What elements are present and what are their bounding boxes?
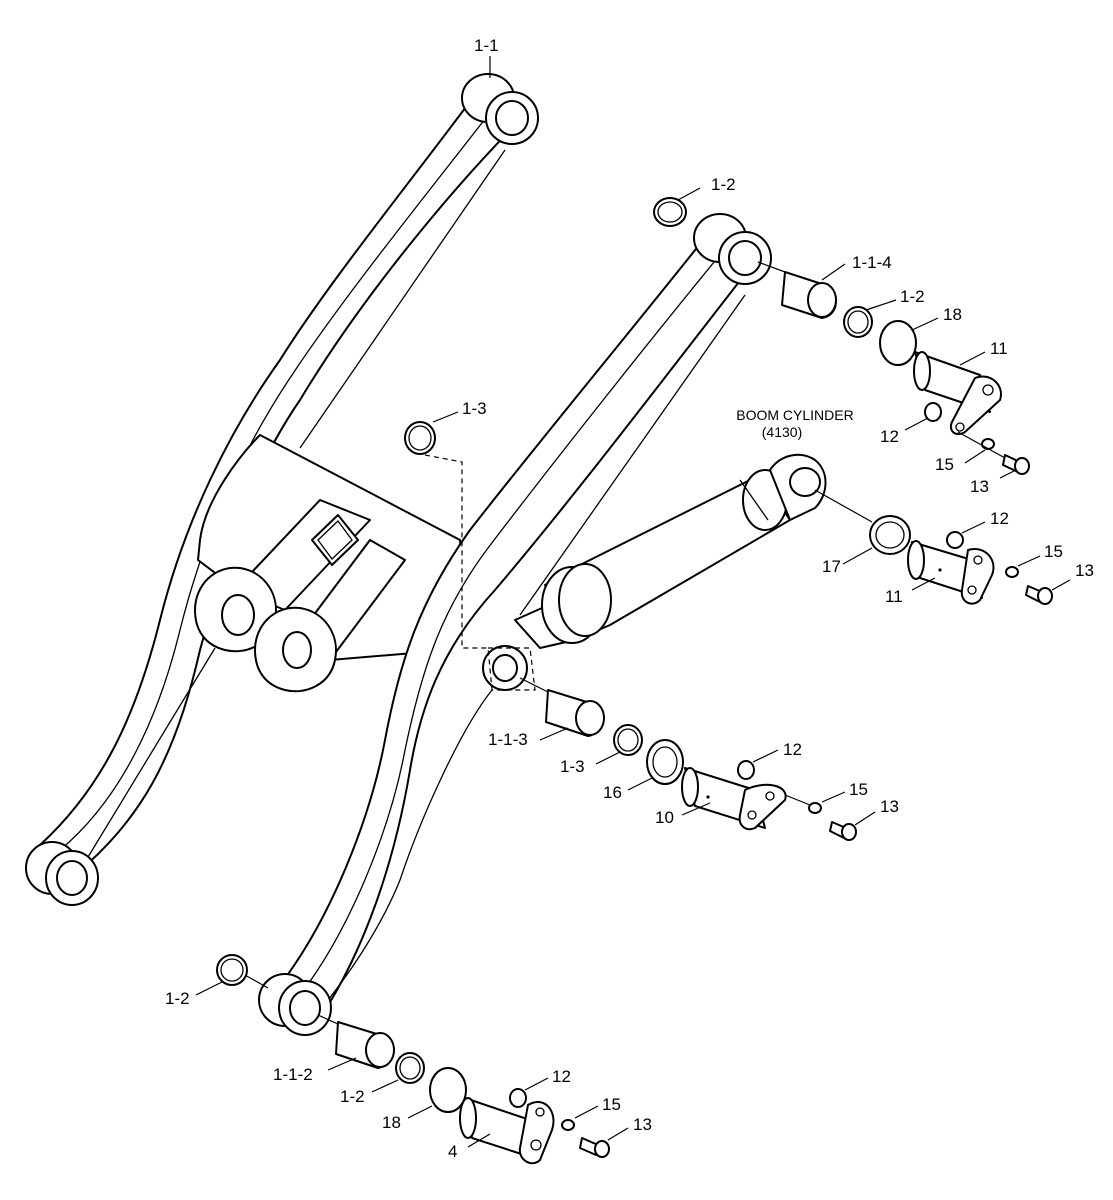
label-18-top: 18 xyxy=(943,305,962,324)
label-13-bottom: 13 xyxy=(633,1115,652,1134)
label-1-1-2: 1-1-2 xyxy=(273,1065,313,1084)
label-17: 17 xyxy=(822,557,841,576)
label-13-low: 13 xyxy=(880,797,899,816)
label-12-bottom: 12 xyxy=(552,1067,571,1086)
label-10: 10 xyxy=(655,808,674,827)
annotation-line-2: (4130) xyxy=(762,424,802,440)
label-1-3-low: 1-3 xyxy=(560,757,585,776)
label-15-bottom: 15 xyxy=(602,1095,621,1114)
label-15-low: 15 xyxy=(849,780,868,799)
label-11-mid: 11 xyxy=(885,587,903,606)
label-1-3-top: 1-3 xyxy=(462,399,487,418)
label-12-mid: 12 xyxy=(990,509,1009,528)
label-1-2-mid: 1-2 xyxy=(900,287,925,306)
label-16: 16 xyxy=(603,783,622,802)
label-15-top: 15 xyxy=(935,455,954,474)
label-1-2-bottom: 1-2 xyxy=(340,1087,365,1106)
label-12-top: 12 xyxy=(880,427,899,446)
label-1-2-top: 1-2 xyxy=(711,175,736,194)
label-18-bottom: 18 xyxy=(382,1113,401,1132)
cylinder-pin-parts xyxy=(814,489,1053,605)
label-1-2-bottom-left: 1-2 xyxy=(165,989,190,1008)
left-boom-arm xyxy=(25,73,539,906)
leader-lines xyxy=(195,56,1071,1148)
label-13-mid: 13 xyxy=(1075,561,1094,580)
ring-1-3-upper xyxy=(404,421,488,649)
part-annotation: BOOM CYLINDER (4130) xyxy=(736,407,853,440)
lower-middle-parts xyxy=(519,677,857,841)
annotation-line-1: BOOM CYLINDER xyxy=(736,407,853,423)
part-labels: 1-1 1-2 1-1-4 1-2 18 11 12 15 13 1-3 17 … xyxy=(165,36,1094,1161)
label-12-low: 12 xyxy=(783,740,802,759)
label-15-mid: 15 xyxy=(1044,542,1063,561)
bottom-parts xyxy=(216,954,610,1165)
label-4: 4 xyxy=(448,1142,457,1161)
label-1-1: 1-1 xyxy=(474,36,499,55)
top-right-parts xyxy=(653,197,1030,475)
label-13-top: 13 xyxy=(970,477,989,496)
label-1-1-4: 1-1-4 xyxy=(852,253,892,272)
right-boom-arm xyxy=(258,213,772,1036)
boom-cylinder xyxy=(514,453,827,649)
label-1-1-3: 1-1-3 xyxy=(488,730,528,749)
label-11-top: 11 xyxy=(990,339,1008,358)
